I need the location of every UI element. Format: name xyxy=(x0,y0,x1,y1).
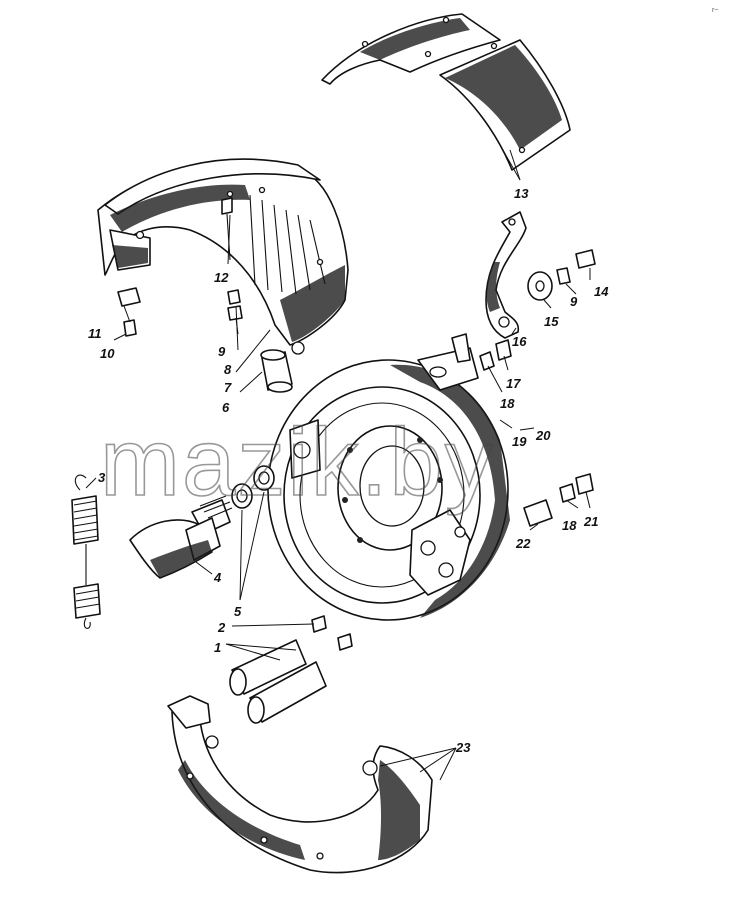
part-12-upper-brake-shoe xyxy=(97,158,349,355)
part-6-bushing xyxy=(260,349,293,393)
callout-1: 1 xyxy=(214,640,221,655)
part-13-brake-linings xyxy=(321,13,571,171)
part-23-lower-brake-shoe xyxy=(167,695,433,874)
part-5-cam-bushings xyxy=(231,465,275,509)
callout-3: 3 xyxy=(98,470,106,485)
brake-drum-backing-plate xyxy=(267,333,510,621)
callout-14: 14 xyxy=(594,284,609,299)
watermark: mazik.by xyxy=(100,409,495,516)
parts-18-21-22-fasteners-right xyxy=(479,339,594,527)
callout-5: 5 xyxy=(234,604,242,619)
callout-18-upper: 18 xyxy=(500,396,515,411)
callout-19: 19 xyxy=(512,434,527,449)
callout-4: 4 xyxy=(213,570,222,585)
part-4-cam-shaft xyxy=(129,495,233,579)
callout-16: 16 xyxy=(512,334,527,349)
callout-15: 15 xyxy=(544,314,559,329)
callout-20: 20 xyxy=(535,428,551,443)
callout-6: 6 xyxy=(222,400,230,415)
callout-23: 23 xyxy=(455,740,471,755)
callout-labels: 1 2 3 4 5 6 7 8 9 9 10 11 12 13 14 15 16… xyxy=(88,186,609,755)
callout-12: 12 xyxy=(214,270,229,285)
part-16-lever xyxy=(485,211,527,339)
callout-18-lower: 18 xyxy=(562,518,577,533)
callout-21: 21 xyxy=(583,514,598,529)
callout-9-left: 9 xyxy=(218,344,226,359)
leader-lines xyxy=(85,144,591,781)
callout-9-right: 9 xyxy=(570,294,578,309)
callout-17: 17 xyxy=(506,376,521,391)
callout-8: 8 xyxy=(224,362,232,377)
callout-2: 2 xyxy=(217,620,226,635)
parts-14-15-fasteners xyxy=(527,249,596,301)
parts-1-2-anchor-pins xyxy=(229,615,353,724)
callout-22: 22 xyxy=(515,536,531,551)
part-3-return-spring xyxy=(71,474,101,629)
callout-7: 7 xyxy=(224,380,232,395)
parts-10-11-clip xyxy=(117,287,141,337)
callout-10: 10 xyxy=(100,346,115,361)
callout-11: 11 xyxy=(88,326,102,341)
callout-13: 13 xyxy=(514,186,529,201)
corner-mark: r~ xyxy=(712,7,718,14)
